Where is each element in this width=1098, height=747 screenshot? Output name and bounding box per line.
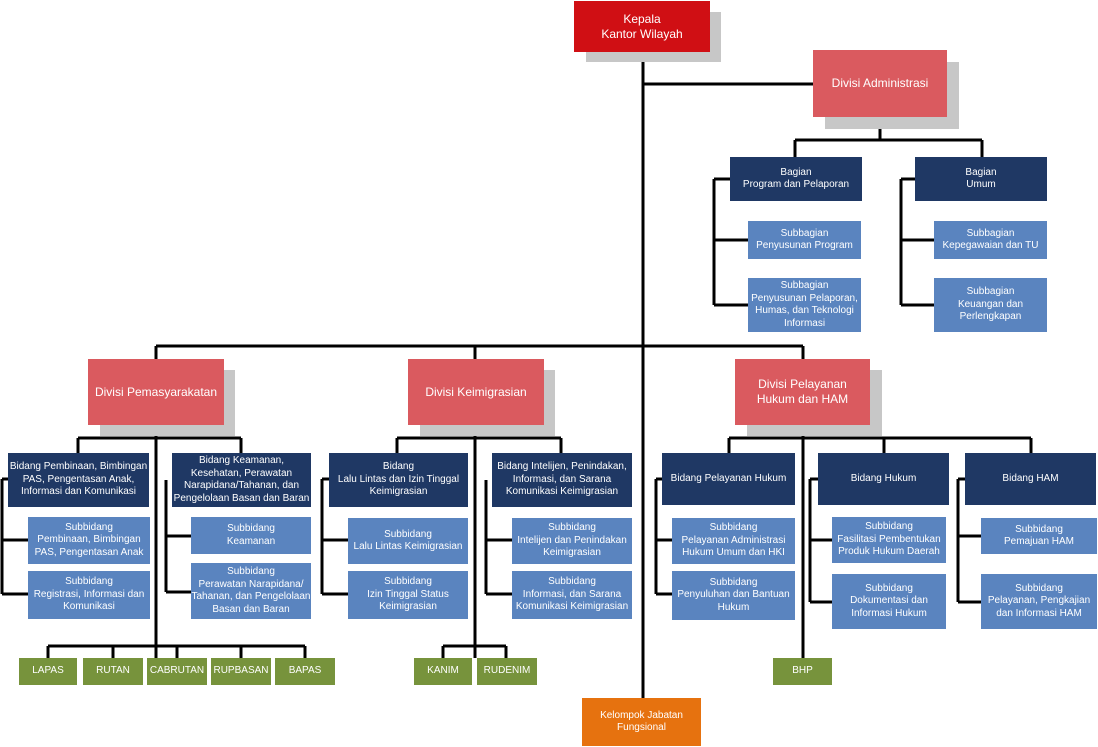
unit-rupbasan: RUPBASAN: [211, 658, 271, 685]
bidang-hukum-box: Bidang Hukum: [818, 453, 949, 505]
divisi-keimigrasian-box: Divisi Keimigrasian: [408, 359, 544, 425]
bidang-keamanan-box: Bidang Keamanan, Kesehatan, Perawatan Na…: [172, 453, 311, 507]
subbidang-intelijen: Subbidang Intelijen dan Penindakan Keimi…: [512, 518, 632, 564]
unit-bapas: BAPAS: [275, 658, 335, 685]
subbidang-informasi-sarana: Subbidang Informasi, dan Sarana Komunika…: [512, 571, 632, 619]
subbidang-fasilitasi: Subbidang Fasilitasi Pembentukan Produk …: [832, 517, 946, 563]
unit-rutan: RUTAN: [83, 658, 143, 685]
unit-kanim: KANIM: [414, 658, 472, 685]
bidang-ham-box: Bidang HAM: [965, 453, 1096, 505]
divisi-pemasyarakatan-box: Divisi Pemasyarakatan: [88, 359, 224, 425]
subbagian-kepegawaian: Subbagian Kepegawaian dan TU: [934, 221, 1047, 259]
subbidang-pemajuan-ham: Subbidang Pemajuan HAM: [981, 518, 1097, 554]
subbidang-perawatan-narapidana: Subbidang Perawatan Narapidana/ Tahanan,…: [191, 563, 311, 619]
unit-lapas: LAPAS: [19, 658, 77, 685]
subbidang-dokumentasi: Subbidang Dokumentasi dan Informasi Huku…: [832, 574, 946, 629]
kelompok-jabatan-fungsional-box: Kelompok Jabatan Fungsional: [582, 698, 701, 746]
subbidang-pelayanan-pengkajian: Subbidang Pelayanan, Pengkajian dan Info…: [981, 574, 1097, 629]
subbidang-pembinaan: Subbidang Pembinaan, Bimbingan PAS, Peng…: [28, 517, 150, 564]
bagian-umum-box: Bagian Umum: [915, 157, 1047, 201]
bagian-program-box: Bagian Program dan Pelaporan: [730, 157, 862, 201]
unit-rudenim: RUDENIM: [477, 658, 537, 685]
bidang-lalu-lintas-box: Bidang Lalu Lintas dan Izin Tinggal Keim…: [329, 453, 468, 507]
bidang-intelijen-box: Bidang Intelijen, Penindakan, Informasi,…: [492, 453, 632, 507]
subbidang-keamanan: Subbidang Keamanan: [191, 517, 311, 554]
subbidang-lalu-lintas: Subbidang Lalu Lintas Keimigrasian: [348, 518, 468, 564]
head-box: Kepala Kantor Wilayah: [574, 1, 710, 52]
unit-bhp: BHP: [773, 658, 832, 685]
unit-cabrutan: CABRUTAN: [147, 658, 207, 685]
subbagian-penyusunan-program: Subbagian Penyusunan Program: [748, 221, 861, 259]
subbidang-izin-tinggal: Subbidang Izin Tinggal Status Keimigrasi…: [348, 571, 468, 619]
divisi-pelayanan-hukum-box: Divisi Pelayanan Hukum dan HAM: [735, 359, 870, 425]
subbagian-keuangan: Subbagian Keuangan dan Perlengkapan: [934, 278, 1047, 332]
subbagian-penyusunan-pelaporan: Subbagian Penyusunan Pelaporan, Humas, d…: [748, 278, 861, 332]
subbidang-penyuluhan: Subbidang Penyuluhan dan Bantuan Hukum: [672, 571, 795, 620]
subbidang-pelayanan-administrasi: Subbidang Pelayanan Administrasi Hukum U…: [672, 518, 795, 564]
bidang-pelayanan-hukum-box: Bidang Pelayanan Hukum: [662, 453, 795, 505]
subbidang-registrasi: Subbidang Registrasi, Informasi dan Komu…: [28, 571, 150, 619]
bidang-pembinaan-box: Bidang Pembinaan, Bimbingan PAS, Pengent…: [8, 453, 149, 507]
divisi-administrasi-box: Divisi Administrasi: [813, 50, 947, 117]
